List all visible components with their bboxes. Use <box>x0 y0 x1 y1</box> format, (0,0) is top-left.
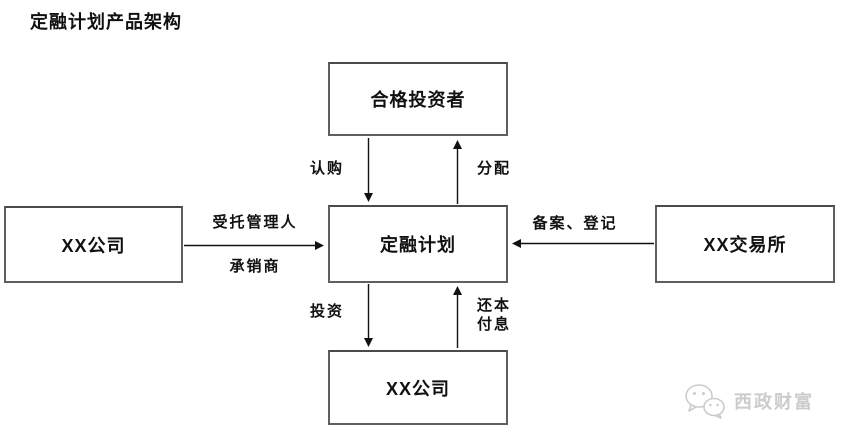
edge-label-filing: 备案、登记 <box>532 215 618 232</box>
watermark: 西政财富 <box>684 383 814 419</box>
node-financing-plan: 定融计划 <box>328 205 508 283</box>
edge-label-distribute: 分配 <box>476 160 511 177</box>
node-company-bottom: XX公司 <box>328 350 508 425</box>
page-title: 定融计划产品架构 <box>30 12 182 32</box>
watermark-text: 西政财富 <box>734 392 814 412</box>
edge-label-subscribe: 认购 <box>309 160 344 177</box>
edge-label-invest: 投资 <box>309 303 344 320</box>
edge-label-repay: 还本 付息 <box>476 297 511 333</box>
node-company-left: XX公司 <box>4 206 183 283</box>
edge-label-underwriter: 承销商 <box>229 258 281 275</box>
wechat-icon <box>685 384 725 419</box>
node-exchange: XX交易所 <box>655 205 835 283</box>
node-qualified-investors: 合格投资者 <box>328 62 508 136</box>
edge-label-trustee: 受托管理人 <box>212 214 298 231</box>
